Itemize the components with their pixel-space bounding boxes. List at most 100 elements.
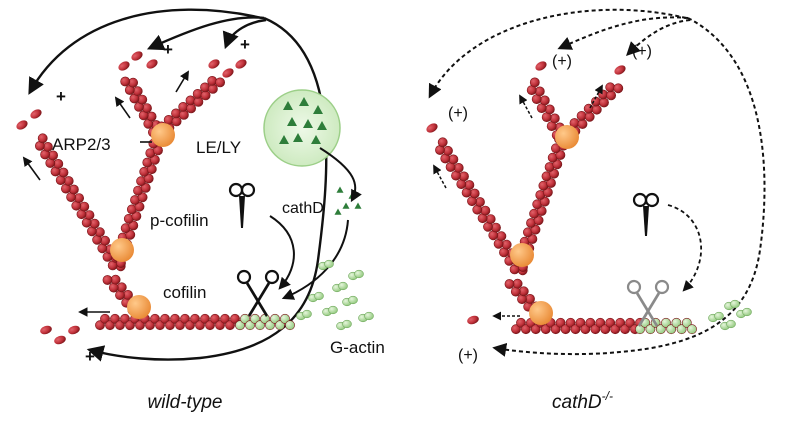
actin-subunit [149,154,160,165]
actin-subunit [178,102,189,112]
label-g-actin: G-actin [330,338,385,357]
actin-subunit [453,162,464,173]
actin-subunit [185,95,196,106]
actin-subunit [544,104,555,115]
label-cathd: cathD [282,200,324,217]
actin-subunit [530,324,541,335]
actin-subunit [102,275,113,285]
growth-arrows [22,70,189,317]
actin-subunit [235,320,245,331]
cathd-pathway-arrows [269,147,362,300]
plus-mark: (+) [632,43,652,60]
cathepsin-d-molecule [354,202,362,209]
actin-subunit [527,234,538,244]
actin-fragments [426,61,626,325]
g-actin-subunit [364,311,374,321]
actin-subunit [437,137,448,148]
actin-subunit [171,108,181,119]
actin-subunit [190,313,200,324]
actin-subunit [245,320,255,331]
cathepsin-d-molecule [287,117,297,126]
actin-subunit [504,279,515,289]
recycle-arrow-right-loop [86,16,328,362]
g-actin-subunit [348,295,358,305]
g-actin-subunit [730,299,740,309]
scissors-icon [236,269,280,317]
recycling-arrows [28,8,328,362]
g-actin-subunit [338,281,348,291]
actin-subunit [220,313,230,324]
g-actin-monomers [708,299,752,331]
actin-subunit [270,313,280,324]
arp23-complex [510,243,534,267]
actin-subunit [135,320,145,331]
g-actin-subunit [314,291,324,301]
phospho-dashed-arrow [667,204,703,292]
actin-subunit [464,180,475,190]
arp23-complex [110,238,134,262]
actin-subunit [555,317,566,328]
actin-subunit [200,313,210,324]
scissors-inactive-icon [626,279,670,327]
wild-type-panel: ARP2/3 LE/LY cathD p-cofilin cofilin G-a… [16,8,385,413]
plus-mark: (+) [458,347,478,364]
label-cofilin: cofilin [163,283,206,302]
caption-cathd-knockout: cathD-/- [552,389,613,413]
actin-subunit [180,313,190,324]
actin-subunit [549,168,559,179]
actin-subunit [555,150,566,160]
actin-subunit [480,205,491,216]
actin-subunit [110,313,120,324]
label-arp23: ARP2/3 [52,135,111,154]
cathepsin-d-inside [279,97,327,144]
g-actin-subunit [342,319,352,329]
actin-subunit [150,313,160,324]
plus-mark: + [163,40,173,59]
recycle-arrow-inner [222,18,267,50]
actin-subunit [275,320,285,331]
caption-wild-type: wild-type [148,392,223,413]
cathepsin-d-molecule [313,105,323,114]
plus-mark: + [240,35,250,54]
actin-subunit [146,164,157,175]
cathepsin-d-molecule [283,101,293,110]
cathd-knockout-panel: (+) (+) (+) (+) cathD-/- [426,8,766,413]
actin-subunit [687,324,697,335]
actin-subunit [539,95,550,106]
actin-subunit [155,320,165,331]
arp23-complex [151,123,175,147]
actin-subunit [529,77,540,88]
actin-subunit [192,89,203,99]
actin-subunit [681,317,692,328]
label-p-cofilin: p-cofilin [150,211,209,230]
cathepsin-d-molecule [336,186,344,193]
actin-subunit [645,324,656,335]
caption-cathd-main: cathD [552,392,602,413]
actin-subunit [605,317,616,328]
actin-subunit [585,317,596,328]
actin-subunit [546,178,556,188]
actin-subunit [560,324,571,335]
actin-subunit [584,111,595,122]
actin-subunit [469,188,480,199]
scissors-icon [228,182,256,228]
actin-subunit [620,324,630,335]
scissors-icon [632,192,660,236]
actin-subunit [606,90,616,101]
actin-subunit [95,320,105,331]
plus-mark: + [56,87,66,106]
recycle-arrow-outer [28,8,263,95]
actin-subunit [215,320,225,331]
cathepsin-d-molecule [293,133,303,142]
actin-subunit [134,201,145,212]
actin-subunit [539,196,550,207]
actin-subunit [255,320,265,331]
arp23-complex [555,125,579,149]
actin-subunit [661,317,671,328]
actin-subunit [115,320,125,331]
actin-subunit [676,324,687,335]
actin-fragments [16,51,247,345]
plus-mark: (+) [448,105,468,122]
actin-subunit [140,182,151,193]
cathepsin-d-molecule [311,135,321,144]
